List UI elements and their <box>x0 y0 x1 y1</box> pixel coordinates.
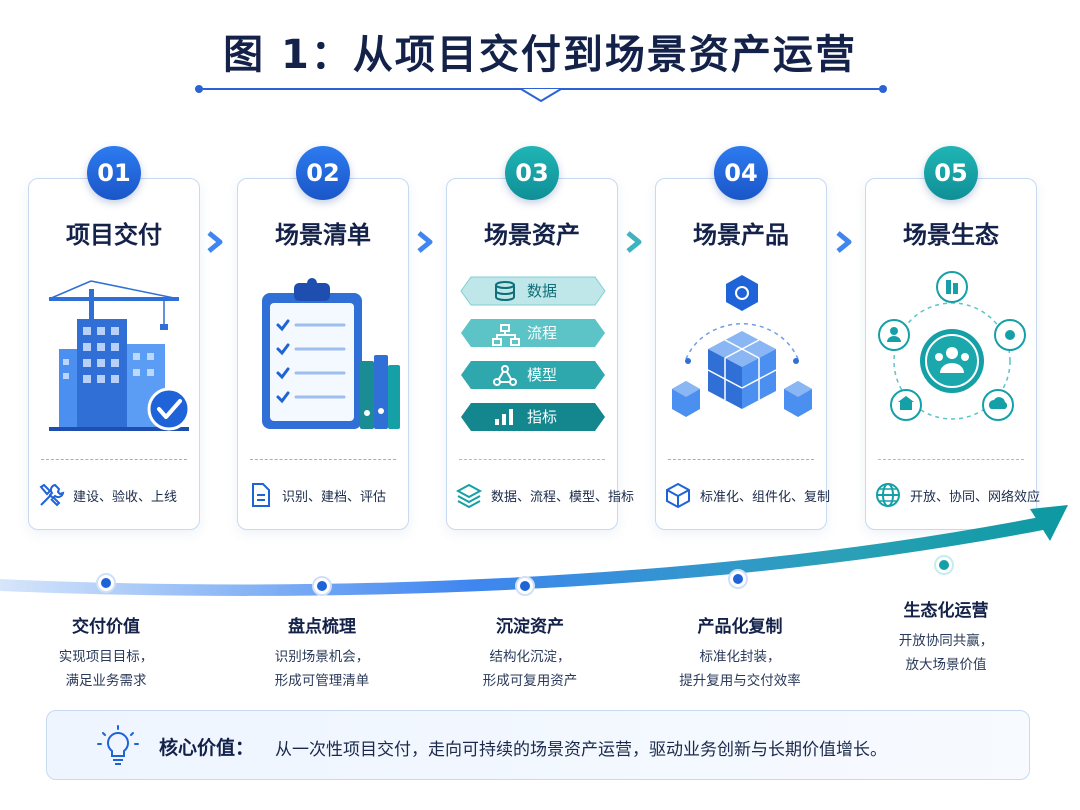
stage-5: 生态化运营 开放协同共赢， 放大场景价值 <box>846 596 1046 677</box>
step-title: 场景产品 <box>693 221 789 249</box>
card-footer: 识别、建档、评估 <box>246 477 404 513</box>
step-footer-text: 识别、建档、评估 <box>282 489 387 505</box>
cube-blocks-icon <box>672 275 812 417</box>
step-number-badge: 05 <box>924 146 978 200</box>
step-card-4: 场景产品 标准化、组件化、复制 <box>655 178 830 530</box>
stage-2: 盘点梳理 识别场景机会， 形成可管理清单 <box>222 612 422 693</box>
step-footer-text: 数据、流程、模型、指标 <box>491 489 635 505</box>
stage-title: 沉淀资产 <box>496 617 564 637</box>
stage-desc-line: 放大场景价值 <box>905 657 987 673</box>
layer-label: 指标 <box>527 408 557 426</box>
stage-title: 盘点梳理 <box>288 617 356 637</box>
step-title: 场景资产 <box>484 221 580 249</box>
growth-arrow <box>0 505 1068 596</box>
document-icon <box>252 483 270 507</box>
stage-desc-line: 实现项目目标， <box>58 649 154 665</box>
layer-label: 模型 <box>527 366 557 384</box>
core-value-box: 核心价值： 从一次性项目交付，走向可持续的场景资产运营，驱动业务创新与长期价值增… <box>46 710 1030 780</box>
chevron-right-icon <box>626 231 642 253</box>
stage-4: 产品化复制 标准化封装， 提升复用与交付效率 <box>640 612 840 693</box>
stage-desc-line: 提升复用与交付效率 <box>679 673 801 689</box>
card-footer: 数据、流程、模型、指标 <box>455 477 634 513</box>
stage-3: 沉淀资产 结构化沉淀， 形成可复用资产 <box>430 612 630 693</box>
step-card-2: 场景清单 识别、建档、评估 <box>237 178 409 530</box>
core-value-text: 从一次性项目交付，走向可持续的场景资产运营，驱动业务创新与长期价值增长。 <box>275 740 887 760</box>
step-number-badge: 03 <box>505 146 559 200</box>
ecosystem-network-icon <box>878 271 1026 421</box>
stage-desc-line: 开放协同共赢， <box>898 633 994 649</box>
asset-layers-stack: 数据 流程 模型 指标 <box>460 276 606 431</box>
stage-title: 生态化运营 <box>903 601 989 621</box>
card-divider <box>459 459 605 460</box>
step-title: 项目交付 <box>66 221 162 249</box>
stage-desc-line: 标准化封装， <box>699 649 781 665</box>
card-divider <box>668 459 814 460</box>
stage-desc-line: 识别场景机会， <box>274 649 370 665</box>
page-title: 图 1：从项目交付到场景资产运营 <box>223 32 857 78</box>
clipboard-checklist-icon <box>262 278 400 429</box>
stage-desc-line: 结构化沉淀， <box>489 649 571 665</box>
stage-desc-line: 形成可复用资产 <box>482 673 578 689</box>
cube-icon <box>666 482 690 509</box>
chevron-right-icon <box>836 231 852 253</box>
title-divider <box>195 85 887 102</box>
layer-label: 数据 <box>527 282 557 300</box>
lightbulb-icon <box>97 725 139 765</box>
step-number-badge: 04 <box>714 146 768 200</box>
stage-desc-line: 满足业务需求 <box>65 673 147 689</box>
step-title: 场景清单 <box>275 221 371 249</box>
stage-desc-line: 形成可管理清单 <box>274 673 370 689</box>
step-footer-text: 开放、协同、网络效应 <box>910 489 1041 505</box>
step-card-3: 场景资产 数据 流程 模型 指标 <box>446 178 634 530</box>
core-value-label: 核心价值： <box>159 737 255 759</box>
step-title: 场景生态 <box>903 221 999 249</box>
card-divider <box>878 459 1024 460</box>
building-construction-icon <box>48 280 191 431</box>
step-number-badge: 01 <box>87 146 141 200</box>
step-card-1: 项目交付 建设、验收、上线 <box>28 178 200 530</box>
card-footer: 开放、协同、网络效应 <box>874 477 1040 513</box>
chevron-right-icon <box>417 231 433 253</box>
stage-title: 产品化复制 <box>697 617 783 637</box>
step-number-badge: 02 <box>296 146 350 200</box>
layers-icon <box>455 483 483 509</box>
globe-icon <box>876 483 900 507</box>
step-footer-text: 建设、验收、上线 <box>73 489 178 505</box>
step-card-5: 场景生态 开放、协同 <box>865 178 1040 530</box>
step-footer-text: 标准化、组件化、复制 <box>700 489 831 505</box>
chevron-right-icon <box>207 231 223 253</box>
stage-title: 交付价值 <box>72 617 140 637</box>
card-footer: 建设、验收、上线 <box>37 477 195 513</box>
tools-icon <box>39 483 65 507</box>
card-divider <box>41 459 187 460</box>
card-divider <box>250 459 396 460</box>
timeline-dots <box>96 555 954 596</box>
card-footer: 标准化、组件化、复制 <box>664 477 830 513</box>
stage-1: 交付价值 实现项目目标， 满足业务需求 <box>6 612 206 693</box>
layer-label: 流程 <box>527 324 557 342</box>
